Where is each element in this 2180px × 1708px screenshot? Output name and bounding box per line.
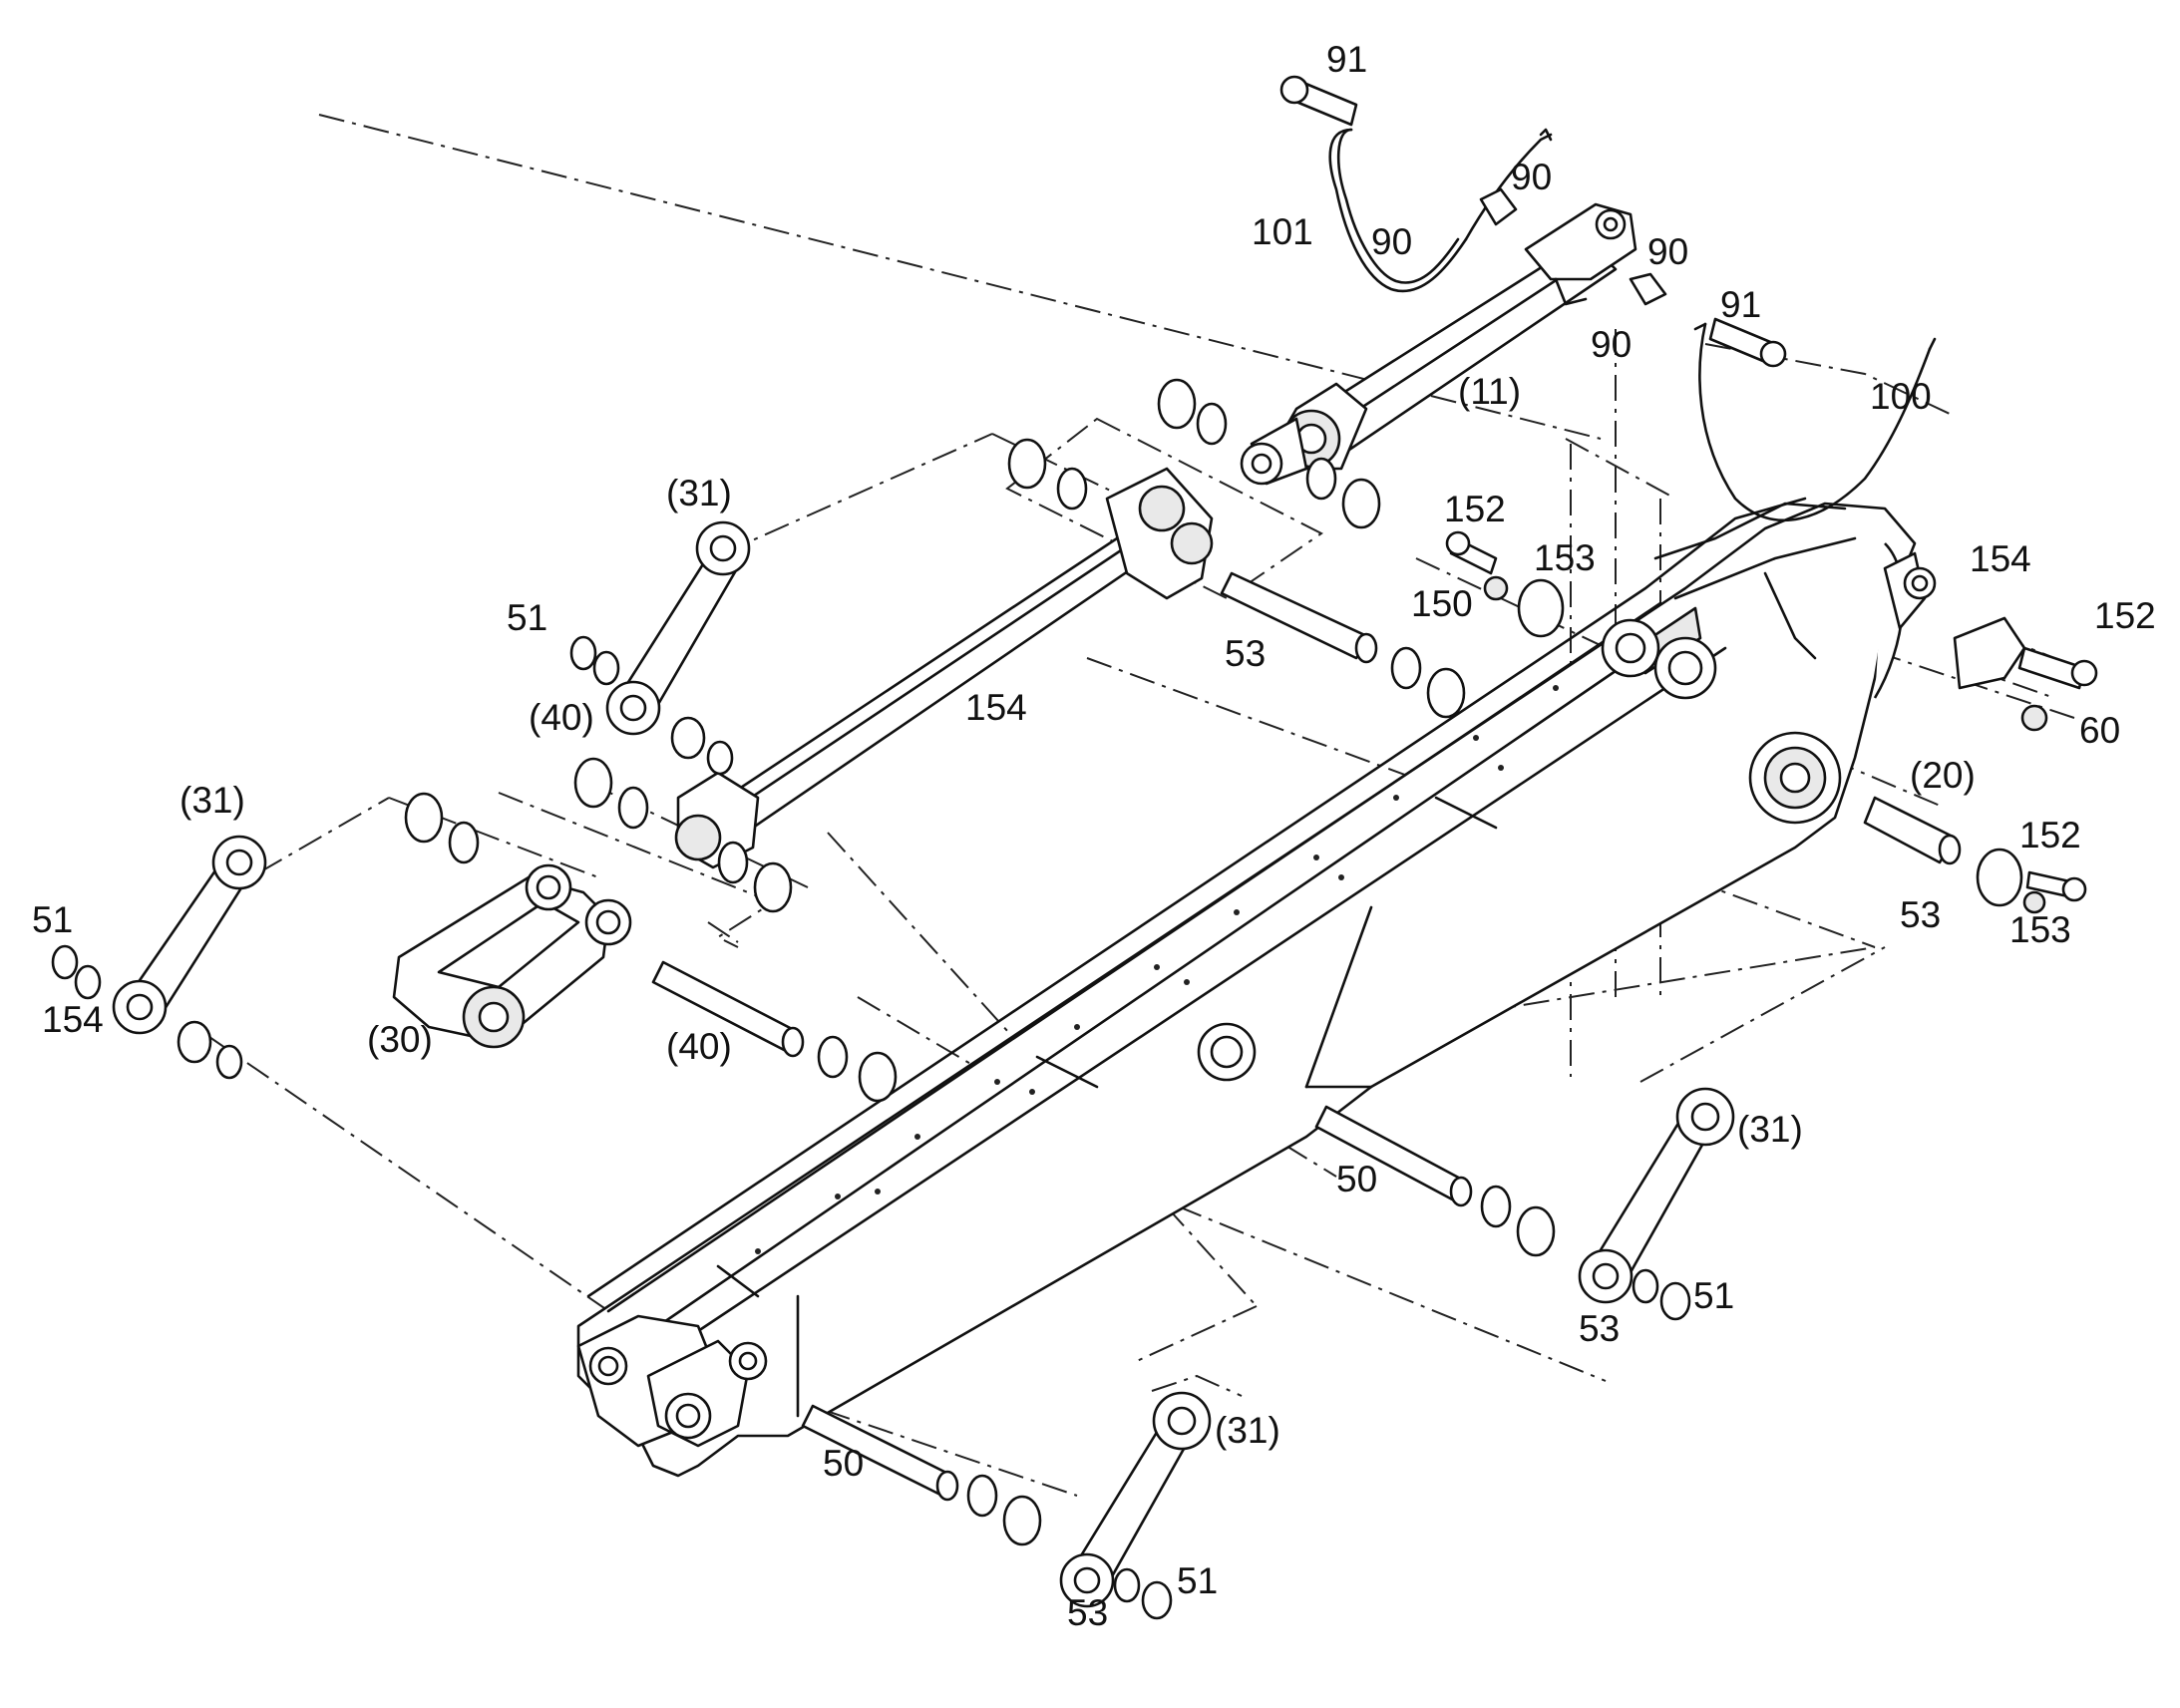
callout-51-top: 51 [507,597,547,638]
callout-152-mid: 152 [1444,489,1506,529]
callout-150: 154 [1970,538,2031,579]
callout-53-bottom: 53 [1067,1592,1108,1633]
callout-152-right: 152 [2094,595,2156,636]
callout-40-left: (40) [666,1026,732,1067]
callout-152-lower-right: 152 [2019,815,2081,855]
callout-90-lower: 90 [1591,324,1632,365]
callout-91-top: 91 [1326,39,1367,80]
callout-100: 100 [1870,376,1932,417]
callout-91-right: 91 [1720,284,1761,325]
callout-153-mid: 153 [1534,537,1596,578]
callout-154-right: 60 [2079,710,2120,751]
callout-31-bottom: (31) [1215,1410,1280,1451]
callout-53-top: (40) [529,697,594,738]
callout-101: 101 [1252,211,1313,252]
callout-60: 154 [965,687,1027,728]
callout-31-top: (31) [666,473,732,513]
callout-90-right: 90 [1647,231,1688,272]
callout-153-right: 53 [1900,894,1941,935]
callout-154-lower-right: 153 [2009,909,2071,950]
callout-90-left: 90 [1371,221,1412,262]
link-30 [392,863,632,1049]
callout-labels: 91 90 101 90 90 91 90 (11) 100 (31) 152 … [32,39,2156,1633]
callout-11: (11) [1458,371,1521,412]
callout-50-bottom: 50 [823,1443,864,1484]
callout-40-top: 53 [1225,633,1266,674]
pins [651,571,1473,1502]
callout-51-left: 51 [32,899,73,940]
callout-53-right: 53 [1579,1308,1620,1349]
callout-51-right: 51 [1693,1275,1734,1316]
hydraulic-cylinder-11 [1240,202,1637,486]
callout-53-left: 154 [42,999,104,1040]
rings-and-washers [51,378,1691,1620]
rod-links-31 [112,520,1735,1608]
callout-50-right: 50 [1336,1159,1377,1199]
callout-20: (20) [1910,755,1976,796]
callout-154-mid: 150 [1411,583,1473,624]
callout-30: (30) [367,1019,433,1060]
beam-60 [674,467,1214,869]
callout-31-left: (31) [180,780,245,821]
fittings [1279,75,2098,914]
callout-51-bottom: 51 [1177,1560,1218,1601]
boom-assembly [576,497,1937,1478]
callout-90-upper-right: 90 [1511,157,1552,197]
callout-31-right: (31) [1737,1109,1803,1150]
hoses [1328,128,1937,522]
